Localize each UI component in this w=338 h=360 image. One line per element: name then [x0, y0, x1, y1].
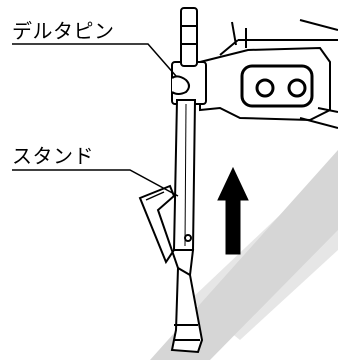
delta-pin-leader	[12, 43, 177, 77]
delta-pin-housing	[171, 61, 207, 105]
watermark-band-upper	[190, 160, 338, 340]
delta-pin	[180, 7, 198, 67]
stand-leg	[172, 99, 197, 251]
frame-bracket	[199, 19, 338, 129]
stand-label: スタンド	[12, 144, 94, 168]
stand-foot	[138, 184, 204, 354]
delta-pin-label: デルタピン	[12, 19, 115, 43]
arrow-up-icon	[217, 166, 249, 255]
stand-leader	[12, 169, 179, 197]
